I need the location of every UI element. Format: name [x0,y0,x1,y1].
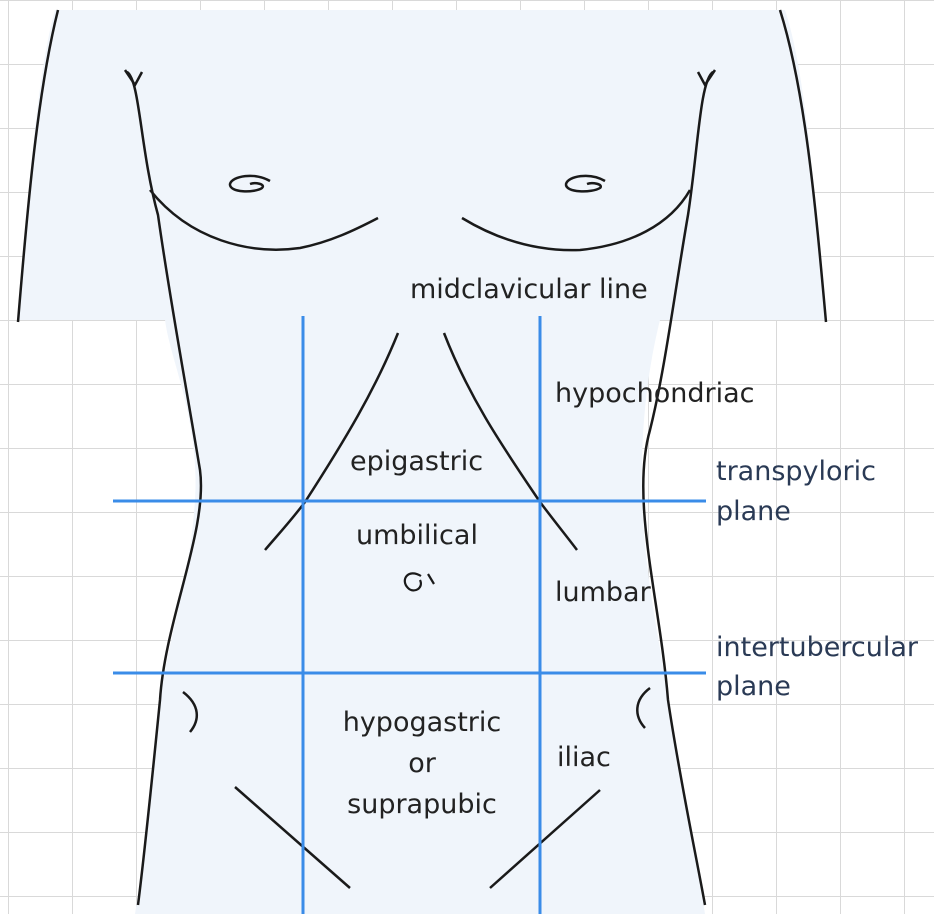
lumbar-region-label: lumbar [555,573,651,613]
hypogastric-region-label: hypogastric [322,703,522,743]
intertubercular-label: intertubercular [716,628,918,668]
transpyloric-label: transpyloric [716,452,876,492]
umbilical-region-label: umbilical [356,516,478,556]
hypogastric-or-label: or [322,744,522,784]
intertubercular-plane-label: plane [716,667,791,707]
transpyloric-plane-label: plane [716,492,791,532]
suprapubic-region-label: suprapubic [322,785,522,825]
epigastric-region-label: epigastric [350,442,483,482]
hypochondriac-region-label: hypochondriac [555,374,754,414]
midclavicular-line-label: midclavicular line [410,270,648,310]
iliac-region-label: iliac [557,738,611,778]
